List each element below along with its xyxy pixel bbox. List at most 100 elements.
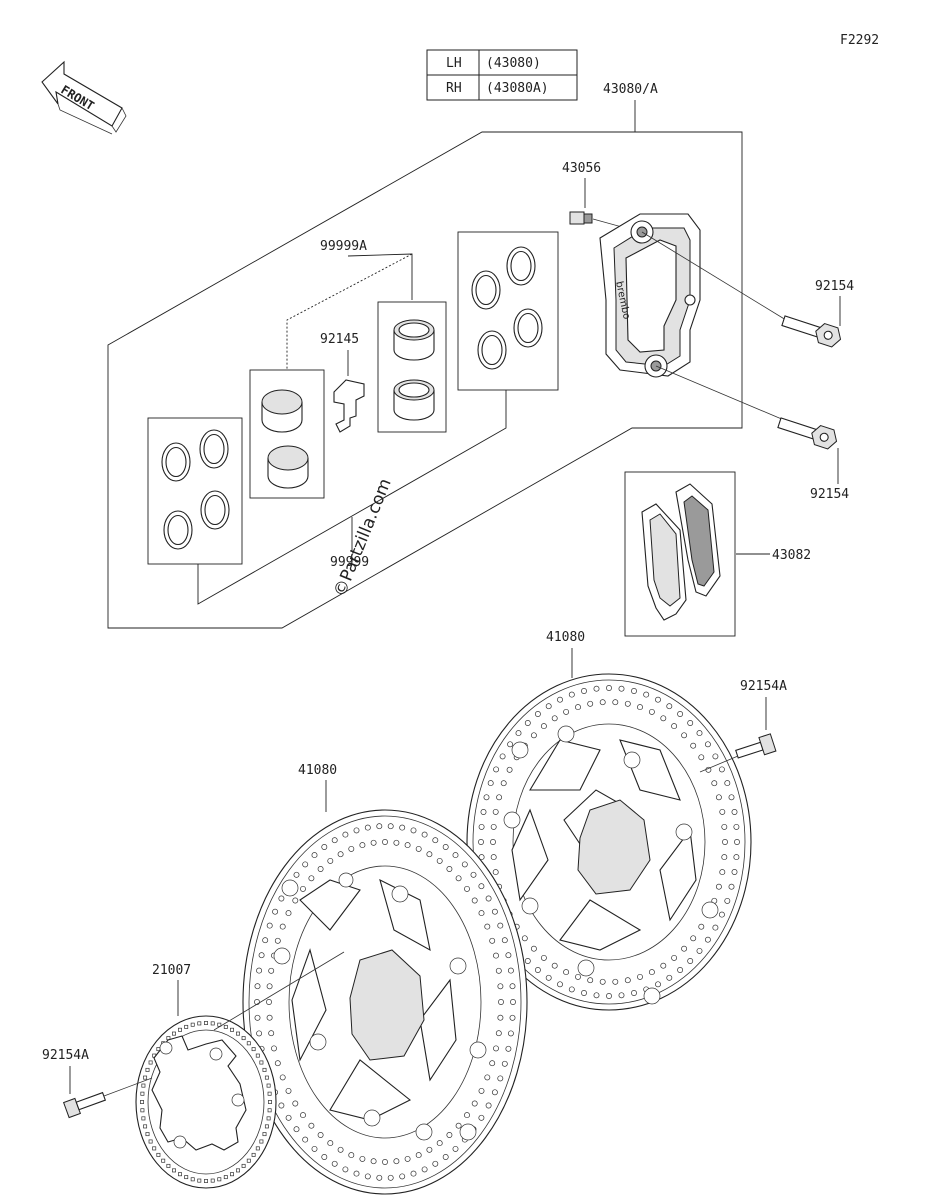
abs-rotor-tooth xyxy=(156,1152,161,1157)
abs-rotor-tooth xyxy=(143,1075,148,1080)
variant-lh-part: (43080) xyxy=(486,56,541,71)
callout-brake-pads: 43082 xyxy=(772,548,811,563)
disc-left-vent-hole xyxy=(337,1146,344,1153)
disc-left-vent-hole xyxy=(266,922,273,929)
disc-right-vent-hole xyxy=(593,685,600,692)
abs-rotor-tooth xyxy=(236,1168,240,1173)
abs-rotor-tooth xyxy=(230,1172,234,1177)
disc-right-vent-hole xyxy=(643,691,650,698)
variant-rh-side: RH xyxy=(446,81,462,96)
disc-right-vent-hole xyxy=(681,732,688,739)
disc-left-vent-hole xyxy=(300,885,306,892)
callout-caliper-bolt-upper: 92154 xyxy=(815,279,854,294)
disc-right-vent-hole xyxy=(731,809,738,815)
disc-right-vent-hole xyxy=(666,974,673,981)
pad-spring: 92145 xyxy=(320,332,365,433)
disc-right-vent-hole xyxy=(575,973,581,980)
disc-right-vent-hole xyxy=(530,732,537,739)
disc-left-vent-hole xyxy=(436,1140,443,1147)
seal-kit-right-box xyxy=(457,231,559,391)
disc-right-vent-hole xyxy=(545,703,552,710)
disc-right-vent-hole xyxy=(490,839,496,845)
abs-rotor-tooth xyxy=(241,1163,246,1168)
disc-left-vent-hole xyxy=(308,875,315,882)
rotor-bolt: 92154A xyxy=(42,1048,153,1119)
abs-rotor-tooth xyxy=(210,1021,215,1026)
disc-left-vent-hole xyxy=(495,967,502,974)
disc-right-vent-hole xyxy=(648,708,655,715)
disc-left-vent-hole xyxy=(359,1155,366,1162)
piston-3 xyxy=(393,319,435,361)
disc-left-vent-hole xyxy=(348,1152,355,1159)
disc-left-vent-hole xyxy=(268,1030,275,1037)
disc-left-vent-hole xyxy=(370,1158,377,1165)
front-arrow: FRONT xyxy=(41,60,127,135)
disc-left-vent-hole xyxy=(327,1140,334,1147)
abs-rotor-tooth xyxy=(268,1100,272,1104)
disc-left-vent-hole xyxy=(317,1132,324,1138)
disc-right-vent-hole xyxy=(506,766,513,773)
disc-right-vent-hole xyxy=(655,696,661,703)
disc-left-vent-hole xyxy=(279,923,286,930)
abs-rotor-tooth xyxy=(267,1091,272,1096)
disc-left-vent-hole xyxy=(317,866,324,872)
disc-right-vent-hole xyxy=(637,973,643,980)
disc-right-vent-hole xyxy=(696,730,703,737)
disc-right-vent-hole xyxy=(677,967,684,973)
abs-rotor-tooth xyxy=(145,1132,150,1137)
disc-left-vent-hole xyxy=(331,1160,338,1167)
disc-left-vent-hole xyxy=(501,1060,508,1067)
abs-rotor-tooth xyxy=(255,1053,260,1058)
disc-right-vent-hole xyxy=(719,808,726,815)
disc-right-vent-hole xyxy=(496,794,503,801)
disc-left-vent-hole xyxy=(497,922,504,929)
abs-rotor-tooth xyxy=(140,1108,145,1113)
disc-left-vent-hole xyxy=(455,875,462,882)
disc-left-vent-hole xyxy=(279,1074,286,1081)
caliper-bolt-upper: 92154 xyxy=(641,231,854,350)
variant-rh-part: (43080A) xyxy=(486,81,549,96)
disc-left-vent-hole xyxy=(478,1114,485,1121)
abs-rotor-tooth xyxy=(217,1022,222,1027)
disc-right-vent-hole xyxy=(728,883,735,890)
disc-left-vent-hole xyxy=(399,824,406,831)
abs-rotor-tooth xyxy=(140,1091,145,1096)
disc-left-vent-hole xyxy=(321,844,328,850)
abs-rotor-tooth xyxy=(148,1060,153,1065)
disc-left-vent-hole xyxy=(446,1132,453,1138)
abs-rotor-tooth xyxy=(262,1067,267,1072)
disc-right-vent-hole xyxy=(618,685,625,692)
abs-rotor-tooth xyxy=(266,1116,271,1121)
disc-left-vent-hole xyxy=(278,1102,285,1109)
disc-right-vent-hole xyxy=(490,823,497,830)
disc-right-vent-hole xyxy=(568,986,575,993)
abs-rotor-tooth xyxy=(251,1047,256,1052)
disc-right-vent-hole xyxy=(524,720,531,726)
abs-rotor-tooth xyxy=(264,1075,269,1080)
disc-left-vent-hole xyxy=(498,999,504,1005)
disc-left-vent-hole xyxy=(268,967,275,974)
disc-left-vent-hole xyxy=(510,999,516,1005)
piston-1 xyxy=(261,389,303,433)
disc-right-vent-hole xyxy=(637,704,643,711)
disc-right-vent-hole xyxy=(551,962,558,969)
disc-left-vent-hole xyxy=(376,823,383,830)
disc-left-vent-hole xyxy=(426,1146,433,1153)
abs-rotor-tooth xyxy=(246,1041,251,1046)
disc-left-vent-hole xyxy=(478,883,485,890)
disc-left-vent-hole xyxy=(337,851,344,858)
disc-right-vent-hole xyxy=(599,978,606,985)
disc-left-vent-hole xyxy=(293,871,300,878)
disc-left-vent-hole xyxy=(404,1155,411,1162)
disc-left-vent-hole xyxy=(353,1170,360,1177)
disc-left-vent-hole xyxy=(415,1152,422,1159)
callout-seal-kit: 99999 xyxy=(330,555,369,570)
disc-left-vent-hole xyxy=(285,1087,292,1094)
abs-rotor-tooth xyxy=(223,1175,228,1180)
disc-left-vent-hole xyxy=(393,1158,400,1165)
abs-rotor-tooth xyxy=(230,1027,234,1032)
disc-right-vent-hole xyxy=(587,700,594,707)
abs-rotor-tooth xyxy=(217,1177,222,1182)
disc-left-vent-hole xyxy=(364,824,371,831)
disc-right-vent-hole xyxy=(568,691,575,698)
